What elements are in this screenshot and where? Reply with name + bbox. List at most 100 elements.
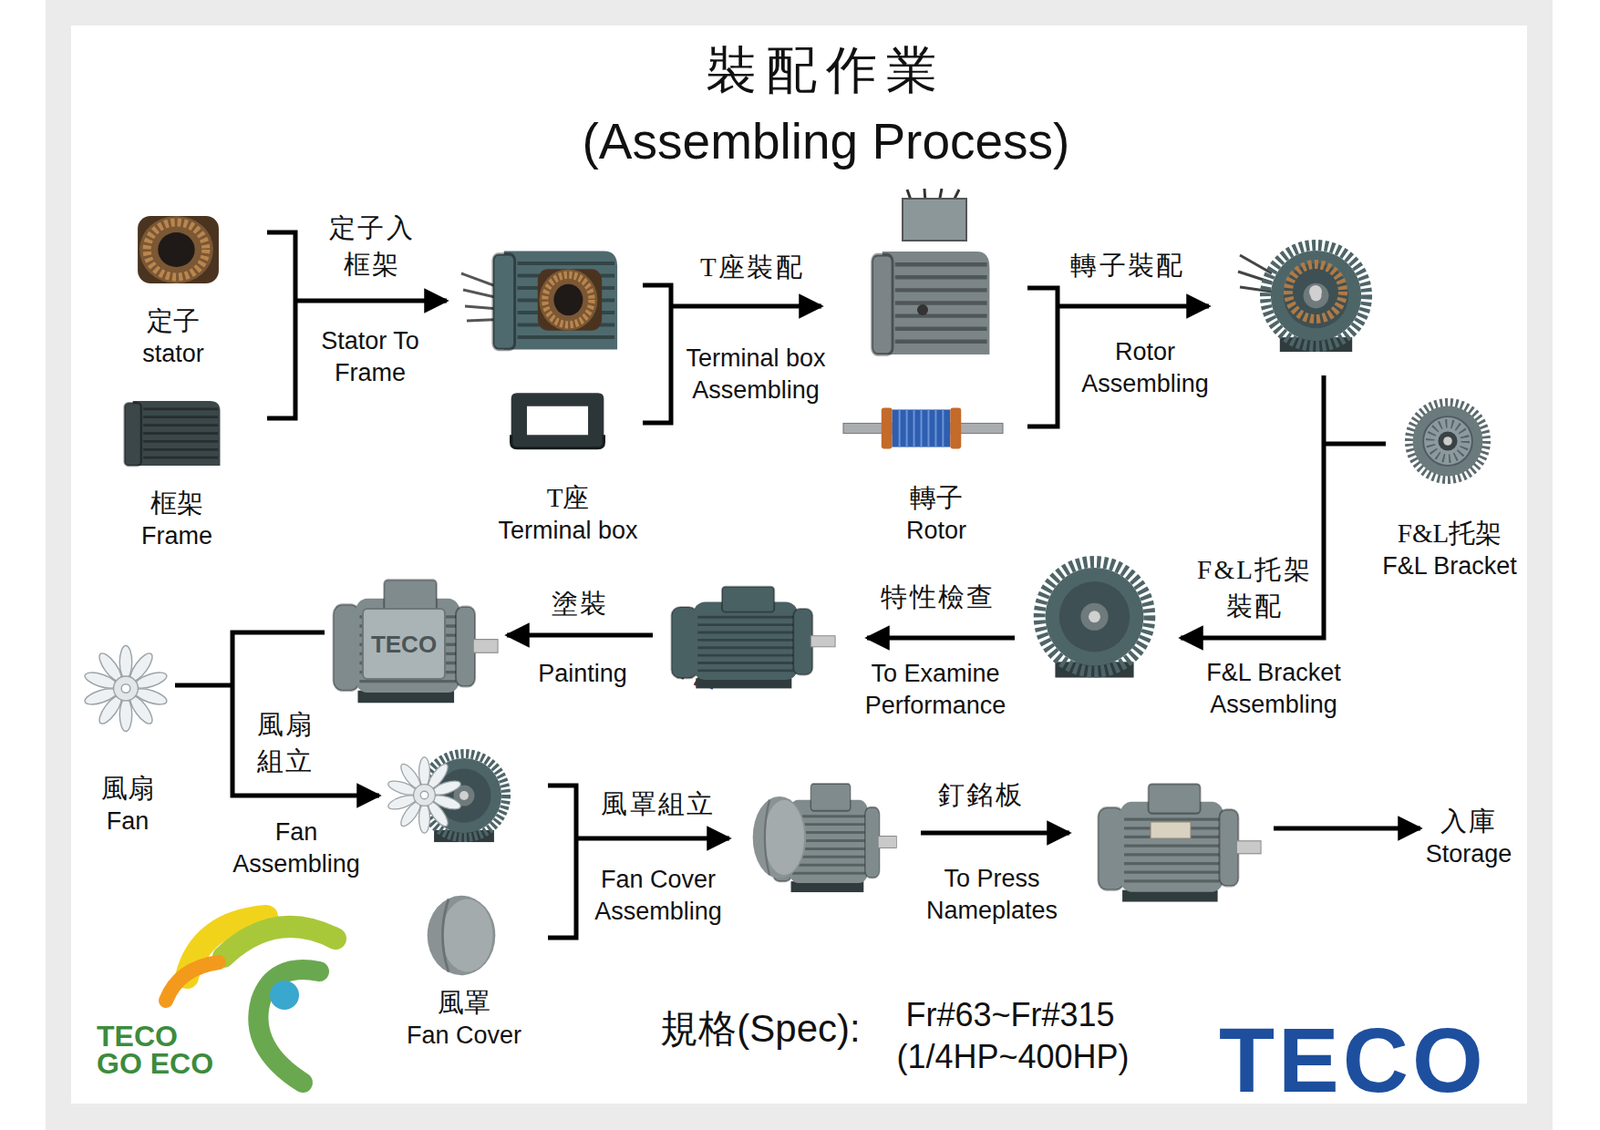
stator-in-frame-photo — [461, 251, 618, 351]
illustration-part — [1239, 255, 1272, 274]
spec-value: (1/4HP~400HP) — [885, 1037, 1141, 1078]
step-label: 釘銘板 — [917, 776, 1045, 814]
illustration-part — [258, 970, 320, 1084]
spec-label: 規格(Spec): — [637, 1006, 884, 1053]
illustration-part — [670, 304, 822, 310]
illustration-part — [295, 299, 447, 304]
step-label: Rotor Assembling — [1076, 336, 1214, 401]
part-name: 定子 — [134, 303, 212, 339]
illustration-part — [1150, 822, 1191, 839]
fan-photo — [82, 645, 169, 732]
tested-motor-photo — [671, 587, 837, 690]
part-caption: T座Terminal box — [490, 480, 646, 548]
part-caption: 定子stator — [134, 303, 212, 371]
part-caption: 轉子Rotor — [898, 480, 975, 548]
step-label: Stator To Frame — [306, 325, 434, 390]
illustration-part — [671, 587, 837, 690]
part-name: 風扇 — [93, 771, 162, 806]
step-label: 塗裝 — [534, 585, 626, 622]
diagram-title: 裝配作業 — [506, 40, 1146, 102]
step-label: Fan Cover Assembling — [588, 864, 730, 929]
part-caption: 風罩Fan Cover — [399, 985, 530, 1053]
frame-photo — [124, 401, 221, 466]
illustration-part — [753, 796, 807, 879]
part-name: 風罩 — [399, 985, 530, 1021]
illustration-part — [506, 633, 653, 639]
part-caption: F&L托架F&L Bracket — [1374, 516, 1525, 583]
fan-cover-photo — [427, 896, 496, 976]
motor-with-brackets-photo — [1039, 561, 1150, 678]
step-label: 定子入 框架 — [326, 209, 418, 283]
painted-motor-photo — [333, 579, 498, 703]
stator-photo — [137, 216, 219, 284]
fl-bracket-photo — [1409, 402, 1487, 480]
illustration-part — [920, 831, 1070, 837]
step-label: 風扇 組立 — [253, 706, 318, 780]
illustration-part — [537, 268, 602, 331]
illustration-part — [232, 632, 380, 796]
step-label: Painting — [527, 658, 638, 691]
illustration-part — [1273, 826, 1421, 832]
slide-panel — [71, 25, 1528, 1105]
illustration-part — [576, 836, 730, 842]
step-label: 入庫 — [1423, 803, 1515, 840]
part-name: 框架 — [134, 485, 221, 521]
illustration-part — [1098, 784, 1262, 902]
illustration-part — [267, 232, 296, 419]
company-logo: TECO — [1218, 1014, 1520, 1106]
spec-value: Fr#63~Fr#315 — [887, 995, 1134, 1036]
step-label: Fan Assembling — [227, 816, 365, 881]
step-label: F&L Bracket Assembling — [1198, 657, 1350, 722]
motor-with-terminal-box-photo — [872, 188, 991, 355]
part-name: Fan Cover — [399, 1020, 530, 1053]
illustration-part — [867, 636, 1015, 641]
illustration-part — [269, 980, 300, 1011]
illustration-part — [1309, 285, 1322, 299]
part-name: T座 — [490, 480, 646, 516]
illustration-part — [1027, 288, 1058, 427]
step-label: Terminal box Assembling — [678, 342, 834, 407]
illustration-part — [1288, 264, 1343, 320]
brand-mark: TECO — [363, 630, 444, 659]
illustration-part — [902, 198, 967, 241]
step-label: To Examine Performance — [857, 658, 1013, 723]
part-caption: 框架Frame — [134, 485, 221, 553]
rotor-photo — [843, 408, 1003, 450]
illustration-part — [1180, 375, 1324, 639]
step-label: T座裝配 — [679, 248, 826, 286]
part-name: Frame — [134, 520, 221, 553]
illustration-part — [362, 609, 445, 680]
part-name: F&L托架 — [1374, 516, 1525, 551]
illustration-part — [165, 962, 219, 1002]
step-label: F&L托架 裝配 — [1190, 551, 1319, 625]
part-name: Fan — [93, 805, 162, 838]
motor-with-fan-cover-photo — [753, 784, 898, 893]
slide-border — [45, 0, 1553, 1130]
illustration-part — [1323, 442, 1386, 447]
illustration-part — [493, 251, 618, 351]
part-caption: 風扇Fan — [93, 771, 162, 838]
illustration-part — [175, 683, 233, 689]
step-label: To Press Nameplates — [918, 863, 1065, 928]
flow-arrows — [175, 232, 1421, 939]
illustration-part — [223, 927, 336, 958]
step-label: 風罩組立 — [585, 785, 732, 823]
step-label: 特性檢查 — [865, 578, 1012, 616]
subtitle: (Assembling Process) — [479, 111, 1173, 172]
step-label: Storage — [1409, 838, 1528, 871]
part-name: stator — [134, 338, 212, 371]
illustration-part — [642, 285, 671, 424]
part-name: Terminal box — [490, 515, 646, 548]
illustration-part — [547, 785, 577, 939]
nameplated-motor-photo — [1098, 784, 1262, 902]
terminal-box-photo — [511, 392, 605, 448]
eco-logo-text: TECO GO ECO — [96, 1022, 225, 1078]
motor-with-fan-photo — [386, 753, 506, 843]
part-name: Rotor — [898, 515, 975, 548]
illustration-part — [1265, 245, 1367, 352]
step-label: 轉子裝配 — [1054, 247, 1201, 284]
illustration-part — [333, 579, 498, 703]
part-name: 轉子 — [898, 480, 975, 516]
